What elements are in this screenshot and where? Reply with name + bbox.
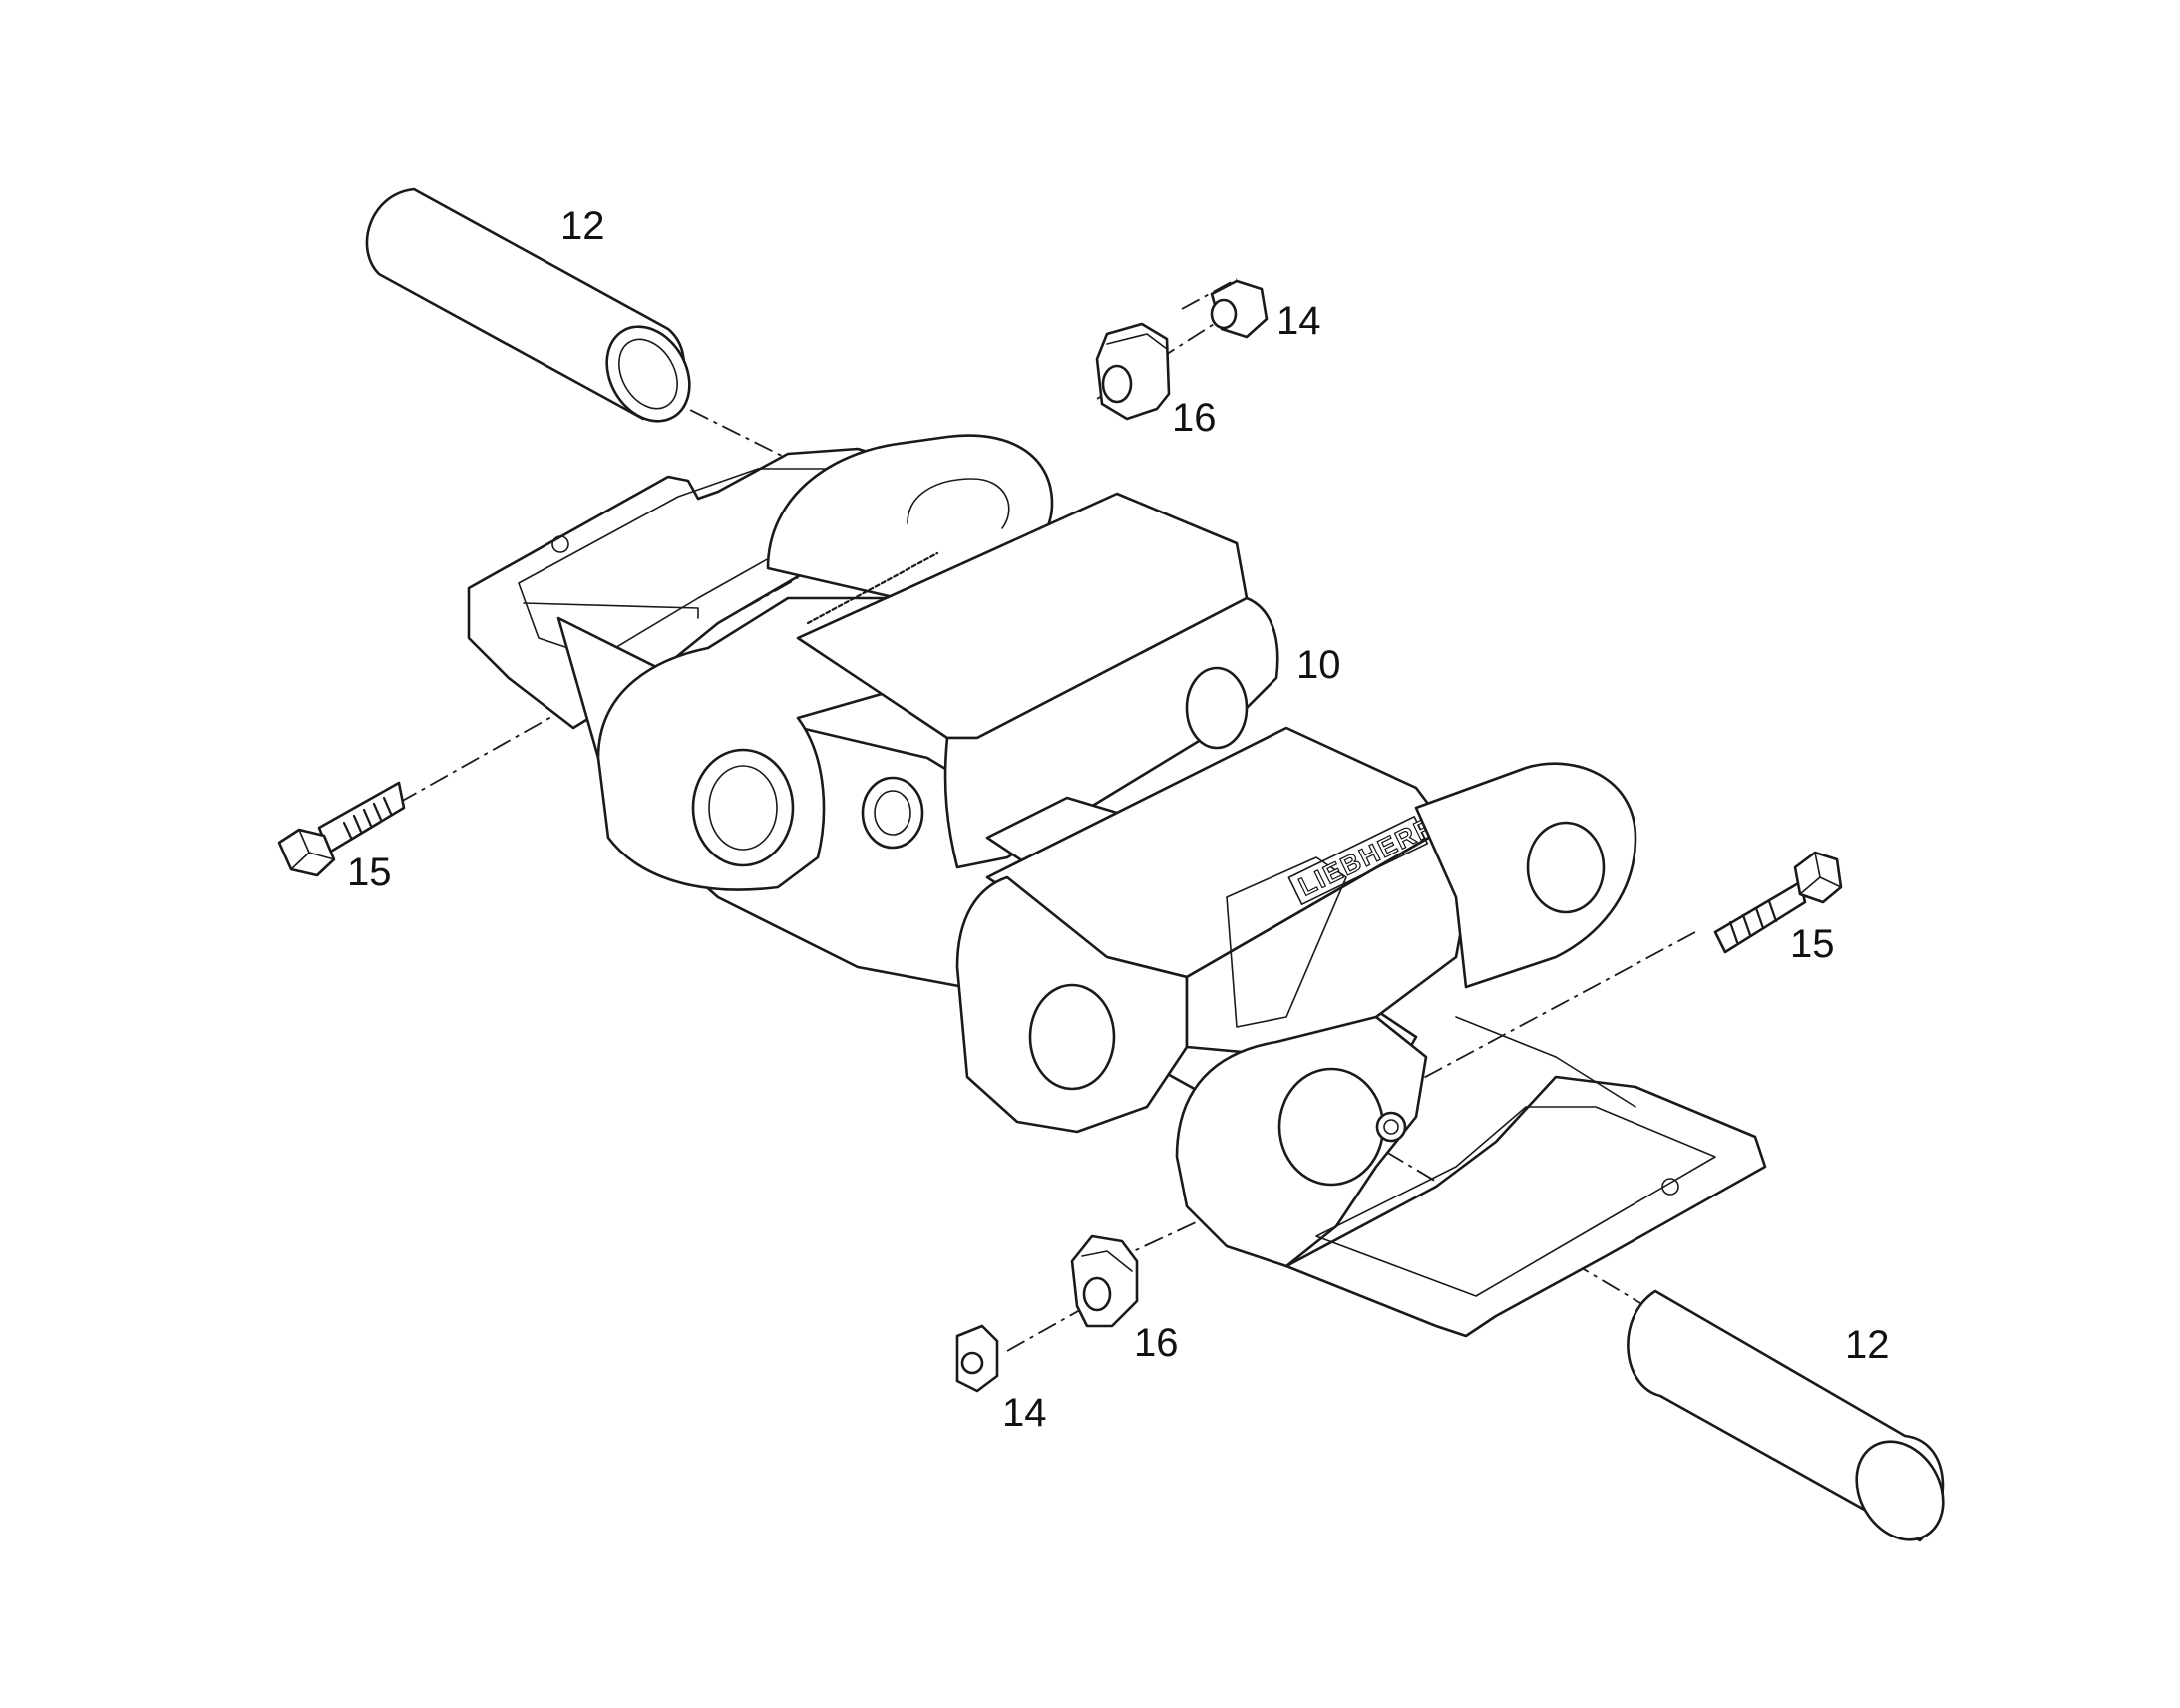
pin-top-chamfer	[618, 338, 678, 410]
axis-nut-top	[1181, 278, 1238, 310]
right-end-pin-hole-inner	[1383, 1119, 1399, 1135]
pin-bottom-end	[1855, 1440, 1945, 1541]
label-bolt-left: 15	[347, 851, 392, 894]
nut-bottom-face	[960, 1351, 984, 1375]
lower-rail-pocket	[1226, 856, 1347, 1028]
label-pin-bottom: 12	[1845, 1323, 1890, 1367]
label-clip-top: 16	[1172, 396, 1217, 440]
nut-top-face	[1210, 298, 1238, 330]
center-bolt-hole	[861, 776, 924, 850]
pin-top-end	[605, 325, 691, 423]
left-end-bore	[691, 748, 795, 867]
label-bolt-right: 15	[1790, 922, 1835, 966]
callout-labels: 12 14 16 10 15 15 16 12 14	[347, 204, 1890, 1435]
label-nut-top: 14	[1276, 299, 1321, 343]
track-link-body: LIEBHERR	[467, 434, 1767, 1338]
clip-top-hole	[1101, 364, 1133, 404]
upper-serration	[806, 551, 939, 625]
label-clip-bottom: 16	[1134, 1321, 1179, 1365]
lower-shoe-recess	[1315, 1106, 1716, 1297]
label-nut-bottom: 14	[1002, 1391, 1047, 1435]
clip-top-ridge	[1106, 333, 1168, 350]
bolt-left-head	[277, 828, 336, 877]
bolt-left-shank	[317, 781, 406, 854]
clip-bottom-ridge	[1081, 1250, 1133, 1272]
upper-shoe-hole	[551, 535, 569, 553]
bolt-right	[1713, 851, 1843, 954]
upper-rail-bore	[1185, 666, 1249, 750]
center-bolt-hole-inner	[874, 790, 911, 836]
upper-rail-front	[943, 596, 1279, 869]
bolt-left	[277, 781, 406, 877]
lower-shoe-rib	[1455, 1016, 1636, 1108]
right-end-pin-hole	[1375, 1111, 1407, 1143]
clip-bottom	[1070, 1234, 1139, 1328]
right-upper-ear-bore	[1526, 821, 1606, 914]
right-end-bore	[1277, 1067, 1385, 1187]
pin-bottom	[1627, 1289, 1945, 1542]
upper-shoe-rib	[523, 602, 699, 619]
bolt-left-head-facets	[290, 829, 335, 870]
bolt-left-thread	[342, 796, 393, 840]
bolt-right-head-facets	[1799, 852, 1842, 895]
lower-shoe-hole	[1661, 1178, 1679, 1196]
clip-top	[1095, 322, 1171, 421]
lower-shoe-plate	[1284, 1075, 1767, 1338]
bolt-right-thread	[1728, 899, 1778, 944]
pin-top	[365, 187, 691, 423]
rear-upper-boss-slot	[907, 478, 1010, 529]
nut-top	[1210, 279, 1269, 339]
lower-rail-bore	[1028, 983, 1116, 1091]
label-pin-top: 12	[560, 204, 605, 248]
right-upper-ear	[1414, 762, 1637, 989]
nut-bottom	[955, 1324, 999, 1393]
left-end-bore-inner	[708, 765, 778, 851]
clip-bottom-hole	[1082, 1276, 1112, 1312]
bolt-right-head	[1793, 851, 1843, 904]
axis-nut-bottom	[1006, 1305, 1088, 1352]
label-link: 10	[1296, 643, 1341, 687]
